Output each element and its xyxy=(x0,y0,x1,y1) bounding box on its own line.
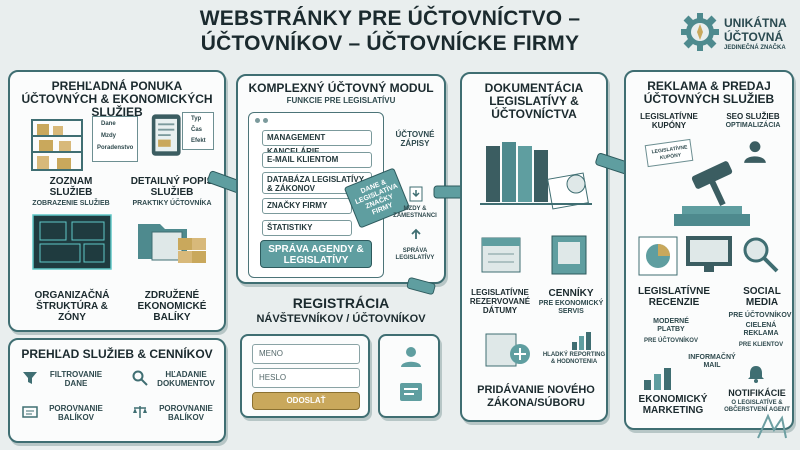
registration-icons xyxy=(378,334,440,418)
doc-item-dane: Dane xyxy=(101,121,116,127)
pie-chart-icon xyxy=(638,236,678,276)
documentation-panel: DOKUMENTÁCIA LEGISLATÍVY & ÚČTOVNÍCTVA L… xyxy=(460,72,608,422)
title-line-1: WEBSTRÁNKY PRE ÚČTOVNÍCTVO – xyxy=(199,7,581,30)
password-input[interactable]: HESLO xyxy=(252,368,360,388)
targeted-ads-sub: PRE KLIENTOV xyxy=(738,342,784,348)
reviews-label: LEGISLATÍVNE RECENZIE xyxy=(637,286,711,308)
binders-icon xyxy=(480,142,592,210)
calendar-docs-icon xyxy=(481,237,521,273)
search-docs-icon xyxy=(132,370,148,386)
registration-subtitle: NÁVŠTEVNÍKOV / ÚČTOVNÍKOV xyxy=(256,313,426,325)
economic-packages-label: ZDRUŽENÉ EKONOMICKÉ BALÍKY xyxy=(137,290,207,323)
service-detail-label: DETAILNÝ POPIS SLUŽIEB xyxy=(130,176,214,198)
menu-company-brands[interactable]: ZNAČKY FIRMY xyxy=(262,198,352,214)
org-structure-label: ORGANIZAČNÁ ŠTRUKTÚRA & ZÓNY xyxy=(34,290,110,323)
tablet-icon xyxy=(151,114,181,156)
compare-packages-item-2[interactable]: POROVNANIE BALÍKOV xyxy=(159,404,213,422)
filter-taxes-item[interactable]: FILTROVANIE DANE xyxy=(49,370,103,388)
documentation-title: DOKUMENTÁCIA LEGISLATÍVY & ÚČTOVNÍCTVA xyxy=(484,81,584,121)
gavel-pedestal-icon xyxy=(674,161,750,226)
floor-plan-icon xyxy=(32,214,112,270)
registration-title: REGISTRÁCIA xyxy=(292,295,390,311)
module-title: KOMPLEXNÝ ÚČTOVNÝ MODUL xyxy=(248,81,434,95)
social-media-label: SOCIAL MEDIA xyxy=(743,286,781,308)
reporting-label: HLADKÝ REPORTING & HODNOTENIA xyxy=(542,352,606,365)
service-doc-card: Dane Mzdy Poradenstvo xyxy=(92,116,138,162)
filter-icon xyxy=(23,372,37,384)
doc-item-mzdy: Mzdy xyxy=(101,133,116,139)
seo-sub: OPTIMALIZÁCIA xyxy=(725,122,781,129)
name-input[interactable]: MENO xyxy=(252,344,360,364)
watermark-icon xyxy=(757,413,787,439)
accounting-entries-label: ÚČTOVNÉ ZÁPISY xyxy=(395,130,435,148)
add-document-icon xyxy=(485,333,530,367)
brand-logo: UNIKÁTNA ÚČTOVNÁ JEDINEČNÁ ZNAČKA xyxy=(680,10,795,60)
upload-icon xyxy=(411,228,421,239)
check-item-typ: Typ xyxy=(191,116,202,122)
magnifier-icon xyxy=(743,237,779,273)
notifications-label: NOTIFIKÁCIE xyxy=(728,388,786,398)
economic-marketing-label: EKONOMICKÝ MARKETING xyxy=(638,394,708,416)
payments-label: MODERNÉ PLATBY xyxy=(653,318,689,333)
advisor-icon xyxy=(744,141,766,163)
module-subtitle: FUNKCIE PRE LEGISLATÍVU xyxy=(286,96,396,105)
shelf-boxes-icon xyxy=(31,119,83,171)
bell-icon xyxy=(748,366,764,383)
service-detail-sub: PRAKTIKY ÚČTOVNÍKA xyxy=(132,200,212,207)
pricelist-sub: PRE EKONOMICKÝ SERVIS xyxy=(538,300,604,315)
social-media-sub: PRE ÚČTOVNÍKOV xyxy=(728,312,792,319)
search-documents-item[interactable]: HĽADANIE DOKUMENTOV xyxy=(157,370,215,388)
service-list-label: ZOZNAM SLUŽIEB xyxy=(49,176,93,198)
logo-line-3: JEDINEČNÁ ZNAČKA xyxy=(724,45,786,51)
coupons-label: LEGISLATÍVNE KUPÓNY xyxy=(640,112,698,130)
legislation-admin-label: SPRÁVA LEGISLATÍVY xyxy=(395,248,435,261)
document-download-icon xyxy=(409,186,423,202)
payroll-employees-label: MZDY & ZAMESTNANCI xyxy=(393,206,437,219)
accounting-module-panel: KOMPLEXNÝ ÚČTOVNÝ MODUL FUNKCIE PRE LEGI… xyxy=(236,74,446,284)
compare-packages-icon xyxy=(22,406,38,418)
pricelist-icon xyxy=(551,235,587,275)
submit-button[interactable]: ODOSLAŤ xyxy=(252,392,360,410)
legislative-dates-label: LEGISLATÍVNE REZERVOVANÉ DÁTUMY xyxy=(469,288,531,315)
service-list-sub: ZOBRAZENIE SLUŽIEB xyxy=(32,200,110,207)
monitor-icon xyxy=(686,236,732,272)
compare-packages-item-1[interactable]: POROVNANIE BALÍKOV xyxy=(49,404,103,422)
logo-line-2: ÚČTOVNÁ xyxy=(724,30,784,44)
notifications-sub: O LEGISLATÍVE & OBČERSTVENÍ AGENT xyxy=(724,400,790,413)
id-card-icon xyxy=(400,383,422,401)
check-item-efekt: Efekt xyxy=(191,138,206,144)
menu-statistics[interactable]: ŠTATISTIKY xyxy=(262,220,352,236)
gear-compass-icon xyxy=(681,13,719,51)
agenda-legislation-button[interactable]: SPRÁVA AGENDY & LEGISLATÍVY xyxy=(260,240,372,268)
page-title: WEBSTRÁNKY PRE ÚČTOVNÍCTVO – ÚČTOVNÍKOV … xyxy=(150,6,630,56)
info-mail-label: INFORMAČNÝ MAIL xyxy=(688,354,736,369)
logo-line-1: UNIKÁTNA xyxy=(724,16,787,30)
payments-sub: PRE ÚČTOVNÍKOV xyxy=(644,338,698,344)
connector-module-registration xyxy=(406,277,436,295)
add-law-label: PRIDÁVANIE NOVÉHO ZÁKONA/SÚBORU xyxy=(477,384,595,409)
pricing-overview-panel: PREHĽAD SLUŽIEB & CENNÍKOV FILTROVANIE D… xyxy=(8,338,226,443)
registration-form: MENO HESLO ODOSLAŤ xyxy=(240,334,370,418)
menu-client-email[interactable]: E-MAIL KLIENTOM xyxy=(262,152,372,168)
targeted-ads-label: CIELENÁ REKLAMA xyxy=(743,322,779,337)
folder-packages-icon xyxy=(138,224,206,263)
marketing-title: REKLAMA & PREDAJ ÚČTOVNÝCH SLUŽIEB xyxy=(643,79,775,106)
tablet-checklist: Typ Čas Efekt xyxy=(182,112,214,150)
marketing-chart-icon xyxy=(644,368,671,390)
user-icon xyxy=(401,347,421,367)
services-panel: PREHĽADNÁ PONUKA ÚČTOVNÝCH & EKONOMICKÝC… xyxy=(8,70,226,332)
scales-icon xyxy=(133,406,147,418)
services-panel-title: PREHĽADNÁ PONUKA ÚČTOVNÝCH & EKONOMICKÝC… xyxy=(21,79,213,119)
menu-office-management[interactable]: MANAGEMENT KANCELÁRIE xyxy=(262,130,372,156)
pricelist-label: CENNÍKY xyxy=(548,288,594,299)
pricing-overview-title: PREHĽAD SLUŽIEB & CENNÍKOV xyxy=(21,347,213,361)
seo-label: SEO SLUŽIEB xyxy=(726,112,780,121)
marketing-panel: REKLAMA & PREDAJ ÚČTOVNÝCH SLUŽIEB LEGIS… xyxy=(624,70,794,430)
title-line-2: ÚČTOVNÍKOV – ÚČTOVNÍCKE FIRMY xyxy=(200,32,580,55)
bar-chart-icon xyxy=(572,332,591,350)
check-item-cas: Čas xyxy=(191,127,203,133)
doc-item-poradenstvo: Poradenstvo xyxy=(97,145,134,151)
